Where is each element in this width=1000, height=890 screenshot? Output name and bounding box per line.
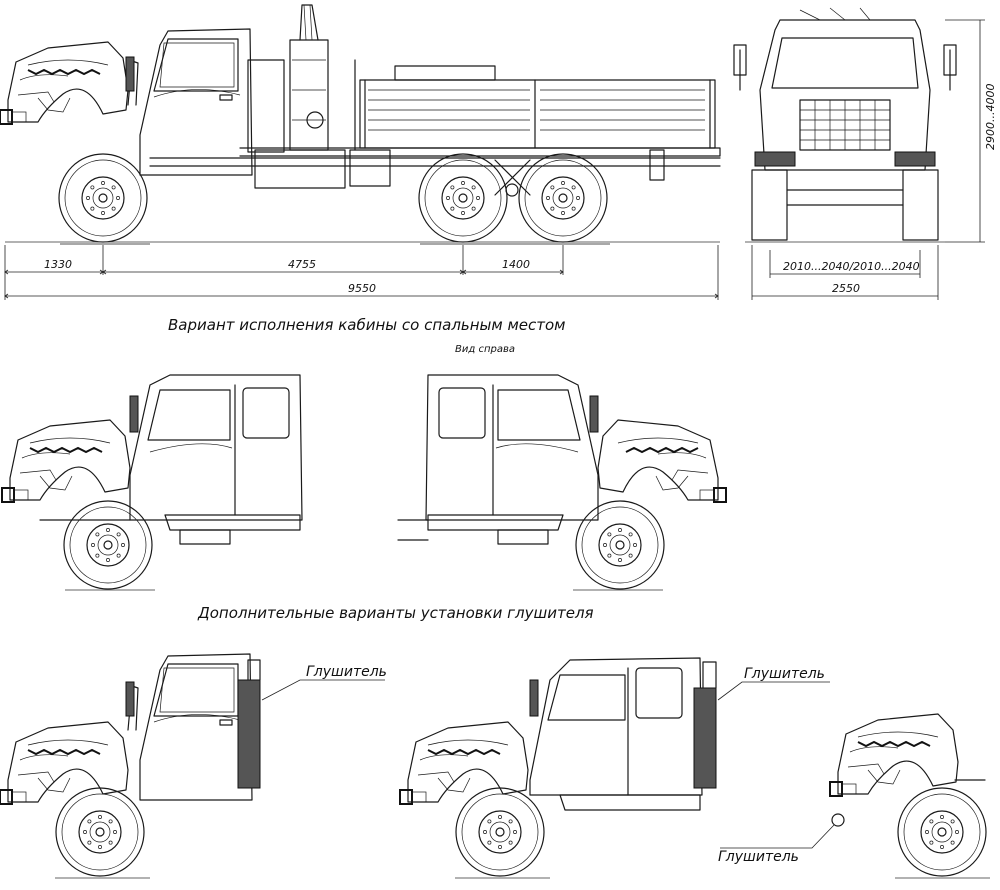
muffler-option-1: Глушитель: [0, 653, 387, 879]
cargo-platform: [239, 59, 721, 157]
sleeper-cab-right-view: [397, 374, 726, 591]
crane-assembly: [247, 4, 329, 153]
muffler-2: [693, 687, 717, 789]
caption-muffler-options: Дополнительные варианты установки глушит…: [197, 604, 594, 622]
dim-height: 2900...4000: [984, 84, 997, 150]
muffler-option-2: Глушитель: [400, 657, 830, 879]
dim-rear-bogie: 1400: [502, 258, 530, 271]
muffler-label-2: Глушитель: [744, 666, 825, 682]
caption-sleeper-cab: Вариант исполнения кабины со спальным ме…: [168, 316, 566, 334]
muffler-option-3: Глушитель: [718, 714, 990, 879]
front-view-truck: 2010...2040/2010...2040 2550 2900...4000: [733, 7, 997, 300]
muffler-3: [831, 813, 845, 827]
dim-overall-width: 2550: [832, 282, 860, 295]
side-dimensions: 1330 4755 1400 9550: [4, 245, 719, 300]
sleeper-cab-left-view: [2, 374, 303, 591]
muffler-label-3: Глушитель: [718, 849, 799, 865]
muffler-label-1: Глушитель: [306, 664, 387, 680]
dim-overall-length: 9550: [348, 282, 376, 295]
dim-front-overhang: 1330: [44, 258, 72, 271]
dim-track: 2010...2040/2010...2040: [783, 260, 920, 273]
muffler-1: [237, 679, 261, 789]
caption-right-view: Вид справа: [455, 344, 515, 355]
side-view-truck: [0, 4, 721, 245]
dim-wheelbase: 4755: [288, 258, 316, 271]
